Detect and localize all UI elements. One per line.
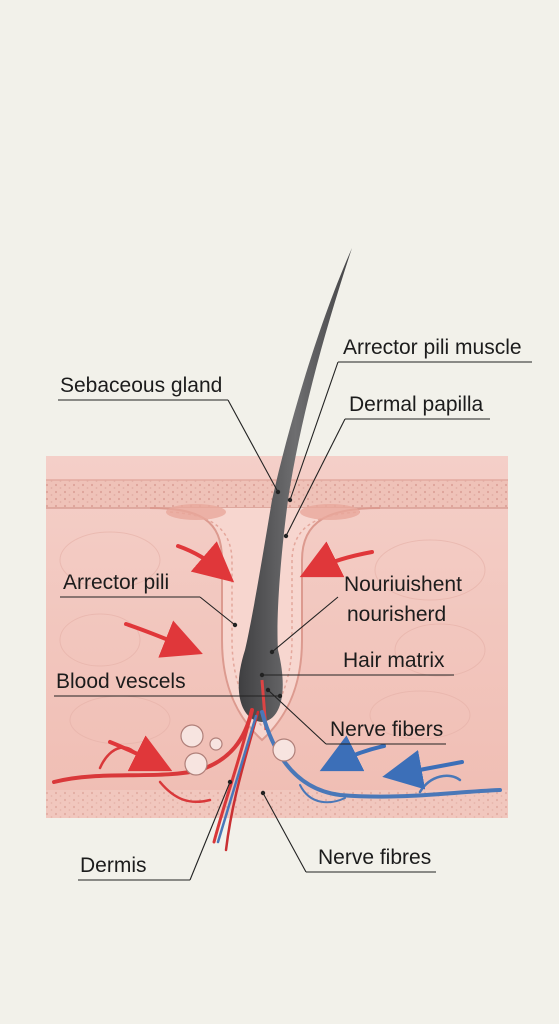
svg-text:Nouriuishent: Nouriuishent xyxy=(344,573,462,596)
svg-text:Dermis: Dermis xyxy=(80,854,147,877)
svg-text:Arrector pili: Arrector pili xyxy=(63,571,169,594)
label-dermis: Dermis xyxy=(78,779,233,881)
label-arrector-pili: Arrector pili xyxy=(60,571,238,628)
flow-arrows xyxy=(108,541,464,790)
label-blood-vessels: Blood vescels xyxy=(54,670,283,699)
svg-text:Sebaceous gland: Sebaceous gland xyxy=(60,374,222,397)
red-arrow-4 xyxy=(299,541,374,578)
red-arrow-1 xyxy=(176,541,235,583)
svg-text:Nerve fibers: Nerve fibers xyxy=(330,718,443,741)
red-arrow-2 xyxy=(124,620,203,658)
label-nerve-fibers: Nerve fibers xyxy=(265,687,446,745)
label-nourishment: Nouriuishent nourisherd xyxy=(269,573,462,655)
blue-arrow-1 xyxy=(319,735,386,772)
svg-text:Hair matrix: Hair matrix xyxy=(343,649,445,672)
labels: Arrector pili muscle Sebaceous gland Der… xyxy=(54,336,532,881)
svg-text:Dermal papilla: Dermal papilla xyxy=(349,393,484,416)
red-arrow-3 xyxy=(108,735,173,772)
svg-text:nourisherd: nourisherd xyxy=(347,603,446,626)
label-arrector-pili-muscle: Arrector pili muscle xyxy=(287,336,532,503)
label-sebaceous-gland: Sebaceous gland xyxy=(58,374,281,495)
blue-arrow-2 xyxy=(382,750,464,790)
cell-clusters xyxy=(180,724,296,776)
label-nerve-fibres: Nerve fibres xyxy=(260,790,436,873)
svg-text:Blood vescels: Blood vescels xyxy=(56,670,186,693)
svg-text:Arrector pili muscle: Arrector pili muscle xyxy=(343,336,522,359)
label-hair-matrix: Hair matrix xyxy=(259,649,454,678)
label-dermal-papilla: Dermal papilla xyxy=(283,393,490,539)
svg-text:Nerve fibres: Nerve fibres xyxy=(318,846,431,869)
